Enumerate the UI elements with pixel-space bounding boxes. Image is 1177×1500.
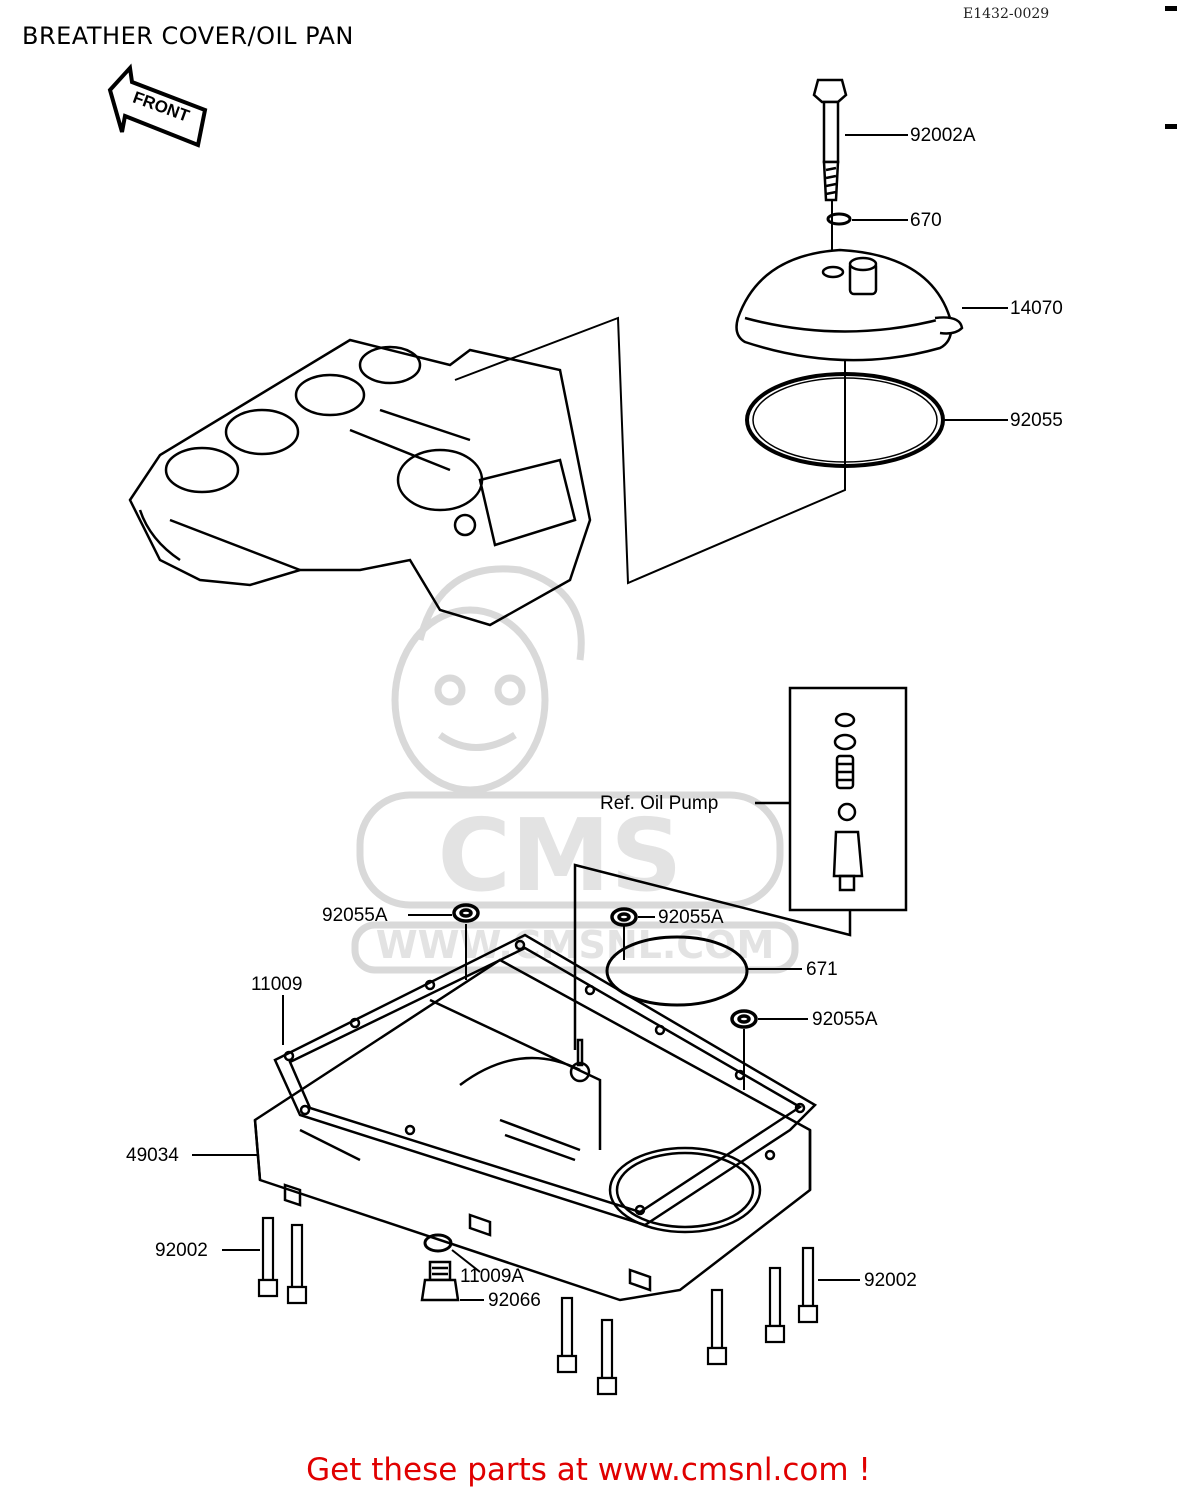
page-title: BREATHER COVER/OIL PAN (22, 22, 354, 50)
breather-cover (735, 248, 964, 362)
callout-drain-plug: 92066 (488, 1290, 541, 1311)
footer-shop-link[interactable]: Get these parts at www.cmsnl.com ! (306, 1452, 871, 1488)
breather-bolt (812, 78, 848, 202)
o-ring (452, 903, 758, 1029)
callout-breather-cover: 14070 (1010, 298, 1063, 319)
crankcase (128, 338, 592, 627)
leader-lines (192, 134, 1008, 1301)
watermark-logo-text: CMS (438, 797, 683, 914)
callout-drain-gasket: 11009A (460, 1266, 524, 1287)
callout-bolts-right: 92002 (864, 1270, 917, 1291)
diagram-reference-code: E1432-0029 (963, 6, 1050, 22)
oil-pan (253, 933, 818, 1302)
oil-pump-reference-box (573, 686, 908, 1050)
callout-bolt-top: 92002A (910, 125, 976, 146)
callout-washer-top: 670 (910, 210, 942, 231)
callout-oring-left: 92055A (322, 905, 388, 926)
margin-mark (1165, 6, 1177, 11)
callout-bolts-left: 92002 (155, 1240, 208, 1261)
drain-plug-gasket (423, 1233, 453, 1253)
pump-o-ring (605, 935, 749, 1007)
front-direction-arrow: FRONT (107, 63, 208, 148)
pan-bolt (257, 1216, 819, 1396)
oil-pump-reference-label: Ref. Oil Pump (600, 793, 718, 814)
callout-pan-gasket: 11009 (251, 974, 302, 995)
callout-oring-right: 92055A (812, 1009, 878, 1030)
drain-plug (420, 1260, 460, 1302)
washer (826, 212, 852, 226)
margin-mark (1165, 124, 1177, 129)
assembly-lines (454, 200, 846, 585)
callout-cover-gasket: 92055 (1010, 410, 1063, 431)
callout-pump-oring: 671 (806, 959, 838, 980)
callout-oil-pan: 49034 (126, 1145, 179, 1166)
callout-oring-center: 92055A (658, 907, 724, 928)
